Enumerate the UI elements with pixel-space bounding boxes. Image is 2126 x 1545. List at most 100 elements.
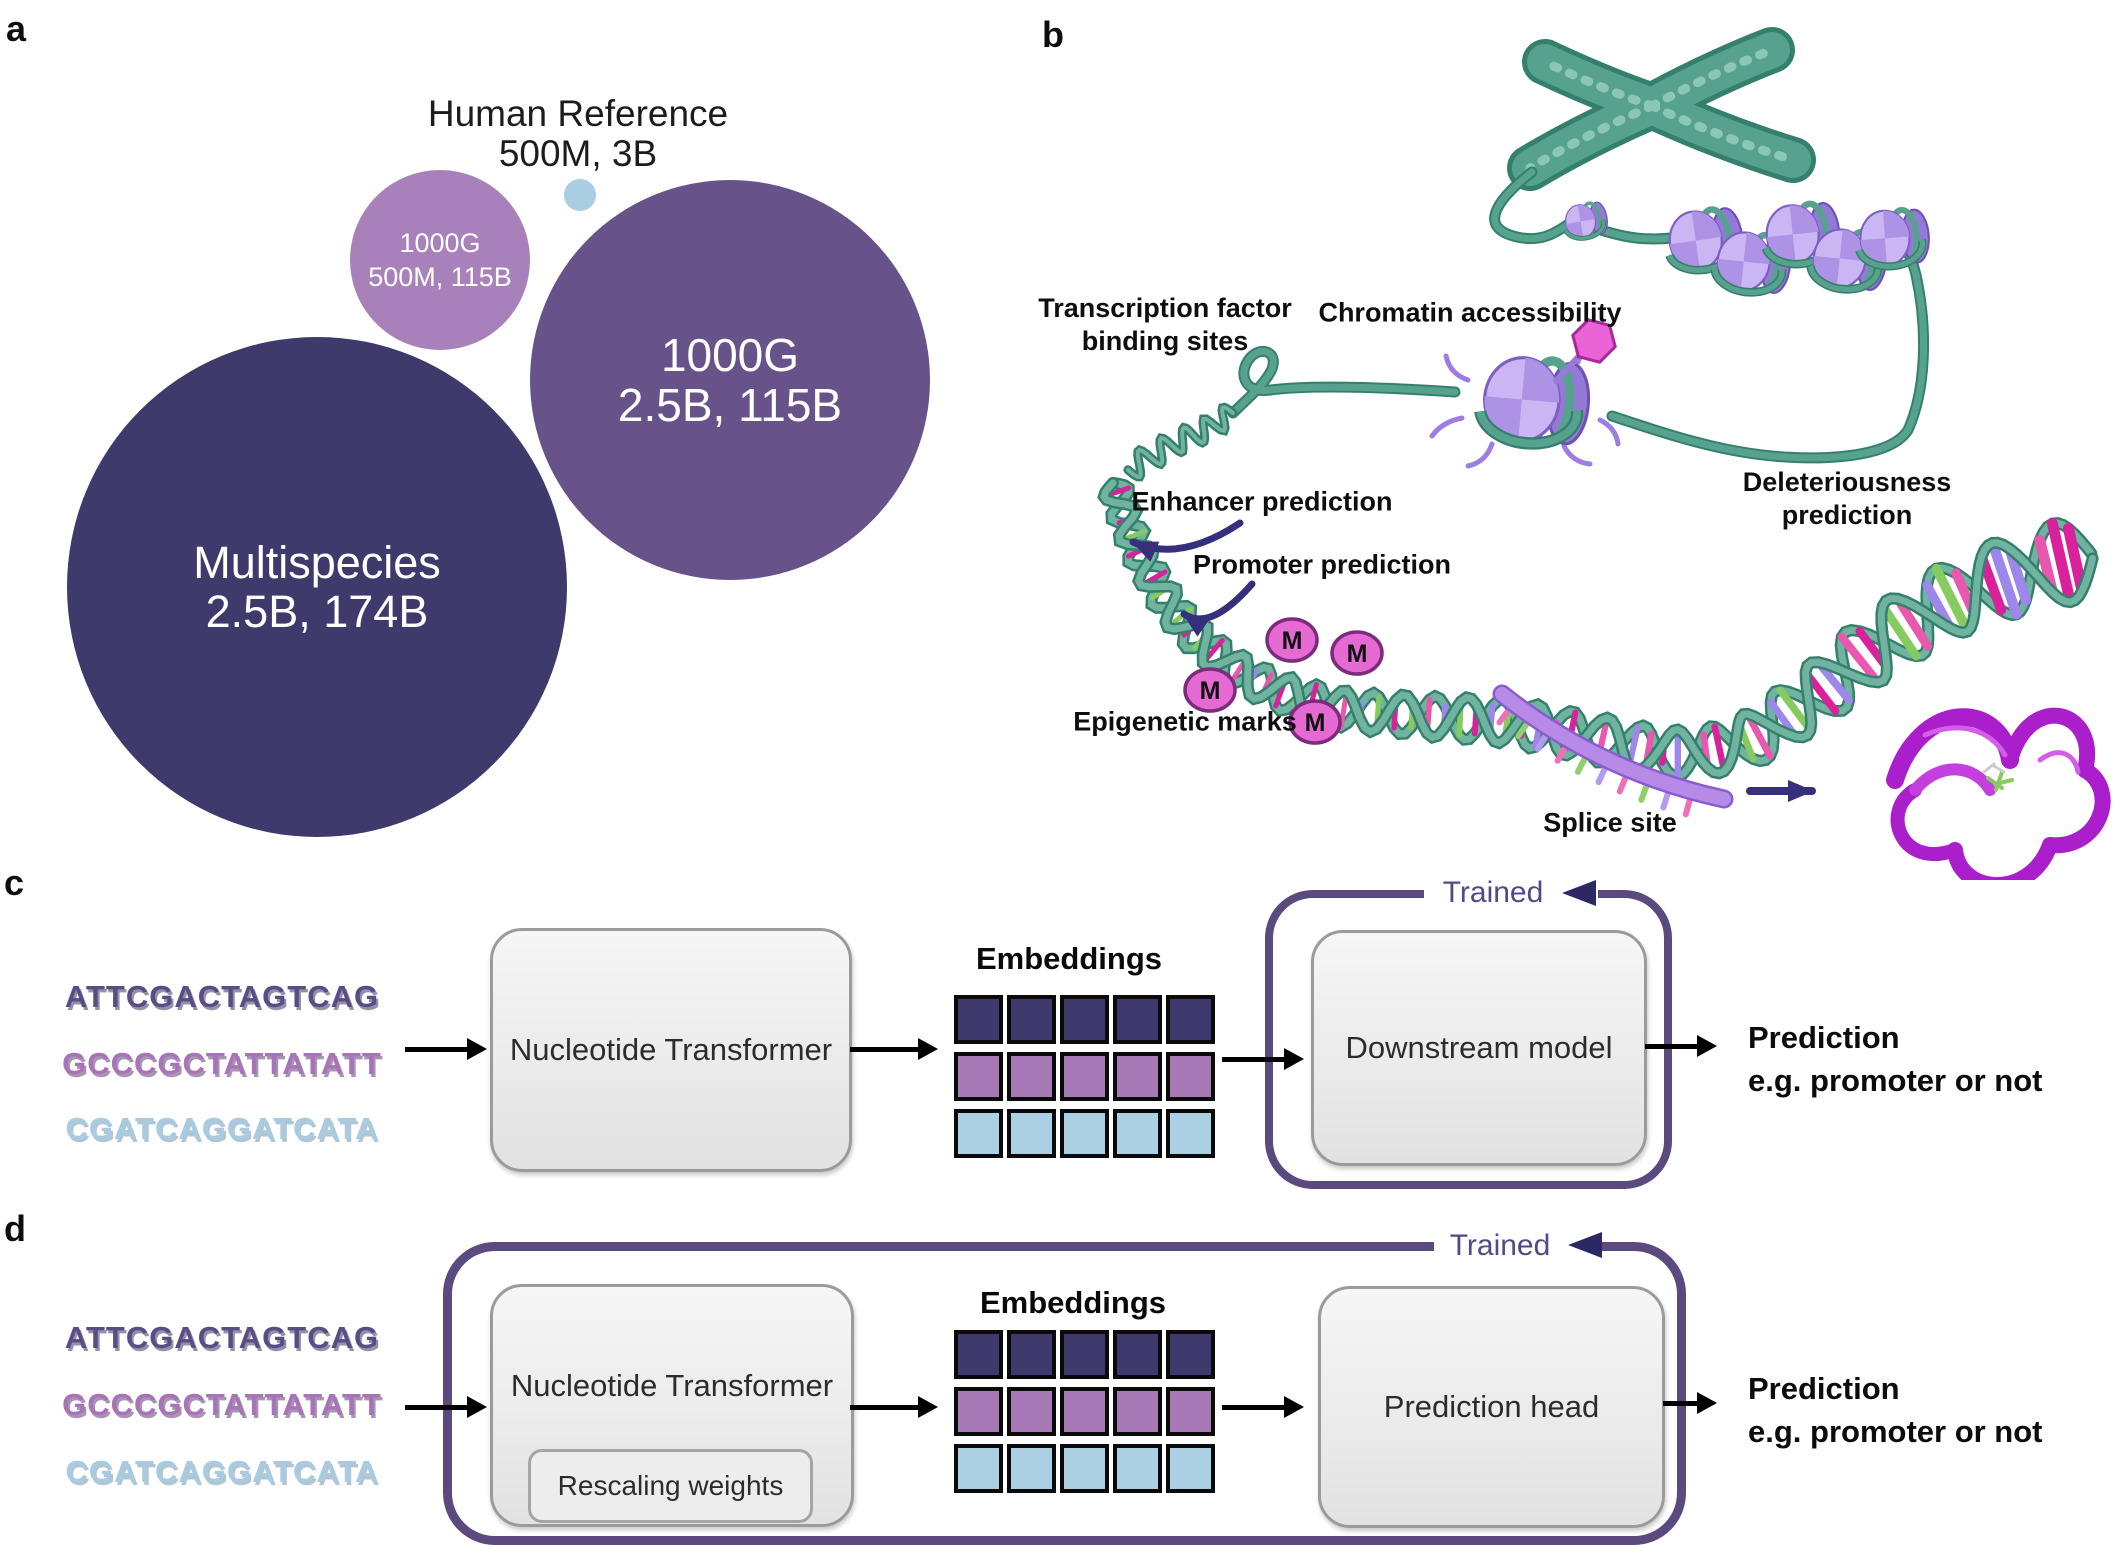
label-transcription-factor: Transcription factor binding sites [1038, 292, 1292, 358]
panel-b-label: b [1042, 14, 1064, 55]
promoter-arrow-icon [1180, 580, 1256, 637]
embedding-cell [1113, 1052, 1162, 1101]
trained-label: Trained [1442, 876, 1544, 909]
embeddings-grid [954, 1330, 1215, 1493]
label-line: prediction [1781, 500, 1913, 530]
loop-gap [1434, 1237, 1602, 1255]
embedding-cell [954, 995, 1003, 1044]
box-label: Rescaling weights [557, 1470, 784, 1501]
prediction-line2: e.g. promoter or not [1748, 1063, 2043, 1098]
embedding-cell [1060, 995, 1109, 1044]
panel-a-label: a [6, 8, 27, 49]
prediction-line2: e.g. promoter or not [1748, 1414, 2043, 1449]
bubble-text-line1: 1000G [399, 228, 481, 258]
bubble-text-line1: Multispecies [193, 537, 441, 588]
box-label: Prediction head [1383, 1389, 1600, 1424]
methyl-mark-icon: M [1330, 630, 1384, 676]
methyl-letter: M [1305, 709, 1326, 737]
label-line: Deleteriousness [1742, 467, 1952, 497]
embedding-cell [1007, 1109, 1056, 1158]
arrow-embeddings-to-model [1222, 1048, 1304, 1070]
trained-loop-outline [443, 1242, 1686, 1545]
bubble-1000g-large: 1000G 2.5B, 115B [530, 180, 930, 580]
nucleosome-icon [1474, 356, 1591, 450]
protein-structure [1886, 707, 2111, 880]
prediction-text: Prediction e.g. promoter or not [1748, 1016, 2043, 1102]
trained-arrowhead-icon [1568, 1232, 1602, 1258]
bubble-label-line1: Human Reference [427, 93, 729, 134]
embedding-cell [1113, 995, 1162, 1044]
embedding-cell [954, 1444, 1003, 1493]
embedding-cell [1007, 1444, 1056, 1493]
dna-sequence-2: GCCCGCTATTATATT [62, 1387, 382, 1422]
embedding-cell [1007, 1052, 1056, 1101]
hexagon-stick [1553, 354, 1581, 384]
panel-d-label: d [4, 1208, 26, 1249]
nucleosome-icon [1855, 206, 1930, 271]
bubble-multispecies: Multispecies 2.5B, 174B [67, 337, 567, 837]
embedding-cell [1166, 1444, 1215, 1493]
label-line: binding sites [1081, 326, 1249, 356]
embedding-cell [1166, 1387, 1215, 1436]
embeddings-label: Embeddings [979, 1285, 1167, 1320]
prediction-line1: Prediction [1748, 1020, 1900, 1055]
panel-c-label: c [4, 862, 25, 903]
embedding-cell [954, 1052, 1003, 1101]
accessibility-hexagon-icon [1571, 318, 1617, 364]
label-epigenetic-marks: Epigenetic marks [1073, 706, 1297, 737]
bubble-1000g-small: 1000G 500M, 115B [350, 170, 530, 350]
arrow-transformer-to-embeddings [850, 1396, 938, 1418]
rescaling-weights-box: Rescaling weights [528, 1449, 813, 1523]
loop-gap [1424, 886, 1598, 902]
bubble-text-line2: 500M, 115B [368, 262, 512, 292]
dna-sequence-2: GCCCGCTATTATATT [62, 1046, 382, 1081]
nucleosome-icon [1563, 201, 1608, 241]
bubble-text-line1: 1000G [660, 329, 800, 381]
bubble-text-line2: 2.5B, 174B [205, 586, 429, 637]
dna-sequence-1: ATTCGACTAGTCAG [64, 979, 380, 1014]
embedding-cell [1007, 1387, 1056, 1436]
bubble-label-line2: 500M, 3B [498, 133, 658, 174]
embedding-cell [1166, 1109, 1215, 1158]
label-line: Transcription factor [1038, 293, 1292, 323]
arrow-seq-to-transformer [405, 1396, 487, 1418]
methylation-marks: M M M M [1183, 617, 1384, 745]
arrow-model-to-prediction [1663, 1392, 1717, 1414]
arrow-transformer-to-embeddings [850, 1038, 938, 1060]
embedding-cell [1007, 995, 1056, 1044]
embedding-cell [954, 1109, 1003, 1158]
arrow-model-to-prediction [1645, 1035, 1717, 1057]
methyl-mark-icon: M [1265, 617, 1319, 663]
embedding-cell [1060, 1444, 1109, 1493]
chromatin-art [1227, 27, 1930, 469]
trained-label: Trained [1449, 1229, 1551, 1262]
annotation-art: M M M M [1129, 318, 2111, 880]
box-label: Nucleotide Transformer [509, 1032, 833, 1067]
methyl-mark-icon: M [1288, 699, 1342, 745]
embedding-cell [1166, 1052, 1215, 1101]
methyl-letter: M [1200, 677, 1221, 705]
embedding-cell [954, 1330, 1003, 1379]
embedding-cell [1007, 1330, 1056, 1379]
embedding-cell [954, 1387, 1003, 1436]
embedding-cell [1166, 1330, 1215, 1379]
label-chromatin-accessibility: Chromatin accessibility [1318, 297, 1622, 328]
arrow-seq-to-transformer [405, 1038, 487, 1060]
prediction-line1: Prediction [1748, 1371, 1900, 1406]
label-splice-site: Splice site [1543, 807, 1677, 838]
dna-sequence-3: CGATCAGGATCATA [65, 1111, 379, 1146]
genome-illustration: M M M M [1097, 27, 2111, 880]
bubble-label-human-reference: Human Reference 500M, 3B [368, 94, 788, 174]
prediction-head-box: Prediction head [1318, 1286, 1665, 1528]
nucleotide-transformer-box: Nucleotide Transformer [490, 928, 852, 1172]
embedding-cell [1113, 1330, 1162, 1379]
bubble-human-reference [564, 179, 596, 211]
embedding-cell [1060, 1109, 1109, 1158]
dna-sequence-1: ATTCGACTAGTCAG [64, 1320, 380, 1355]
bubble-text-line2: 2.5B, 115B [617, 379, 843, 431]
label-deleteriousness-prediction: Deleteriousness prediction [1743, 466, 1952, 532]
enhancer-arrow-icon [1129, 519, 1244, 562]
downstream-model-box: Downstream model [1311, 930, 1647, 1166]
embedding-cell [1060, 1387, 1109, 1436]
